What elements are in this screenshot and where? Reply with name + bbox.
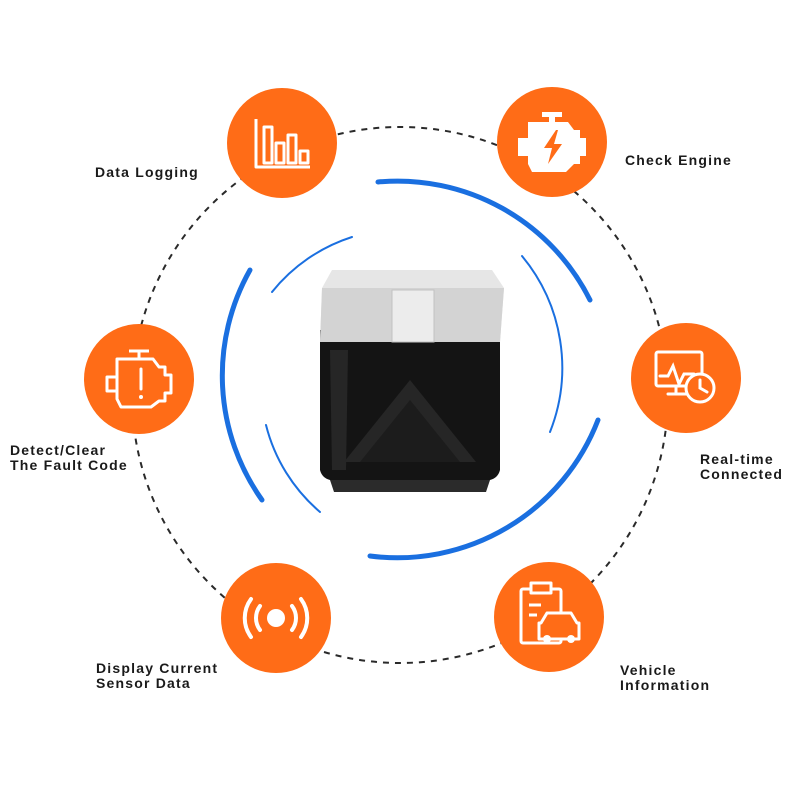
- device-base: [330, 480, 490, 492]
- label-line: Detect/Clear: [10, 442, 107, 458]
- obd-device: [320, 270, 504, 492]
- device-cap-center: [391, 289, 435, 343]
- label-line: Sensor Data: [96, 675, 191, 691]
- feature-node-data-logging: [227, 88, 337, 198]
- label-data-logging: Data Logging: [95, 165, 199, 180]
- label-line: Connected: [700, 466, 784, 482]
- label-line: Data Logging: [95, 164, 199, 180]
- sensor-signal-icon: [242, 597, 310, 639]
- outer-arc-top: [375, 178, 593, 303]
- signal-arcs: [219, 178, 601, 561]
- inner-arc-right: [521, 255, 564, 433]
- label-line: Information: [620, 677, 711, 693]
- feature-node-check-engine: [497, 87, 607, 197]
- engine-warning-icon: [518, 112, 586, 172]
- bar-chart-icon: [254, 119, 310, 169]
- inner-arc-top-left: [271, 236, 353, 293]
- feature-node-vehicle-information: [494, 562, 604, 672]
- engine-fault-icon: [105, 349, 173, 409]
- label-display-current-sensor-data: Display Current Sensor Data: [96, 661, 218, 691]
- label-line: Real-time: [700, 451, 774, 467]
- feature-node-display-current-sensor-data: [221, 563, 331, 673]
- label-line: Display Current: [96, 660, 219, 676]
- label-detect-clear-fault-code: Detect/Clear The Fault Code: [10, 443, 128, 473]
- label-check-engine: Check Engine: [625, 153, 732, 168]
- label-real-time-connected: Real-time Connected: [700, 452, 783, 482]
- label-line: Vehicle: [620, 662, 677, 678]
- feature-circle: [84, 324, 194, 434]
- feature-node-real-time-connected: [631, 323, 741, 433]
- feature-node-detect-clear-fault-code: [84, 324, 194, 434]
- outer-arc-left: [219, 267, 265, 503]
- label-vehicle-information: Vehicle Information: [620, 663, 710, 693]
- outer-arc-bottom: [367, 417, 601, 561]
- label-line: The Fault Code: [10, 457, 128, 473]
- inner-arc-bottom-left: [265, 424, 321, 513]
- device-highlight: [330, 350, 348, 470]
- device-triangle-inner: [360, 400, 460, 462]
- label-line: Check Engine: [625, 152, 732, 168]
- monitor-clock-icon: [654, 350, 716, 404]
- clipboard-car-icon: [519, 581, 581, 645]
- feature-circle: [631, 323, 741, 433]
